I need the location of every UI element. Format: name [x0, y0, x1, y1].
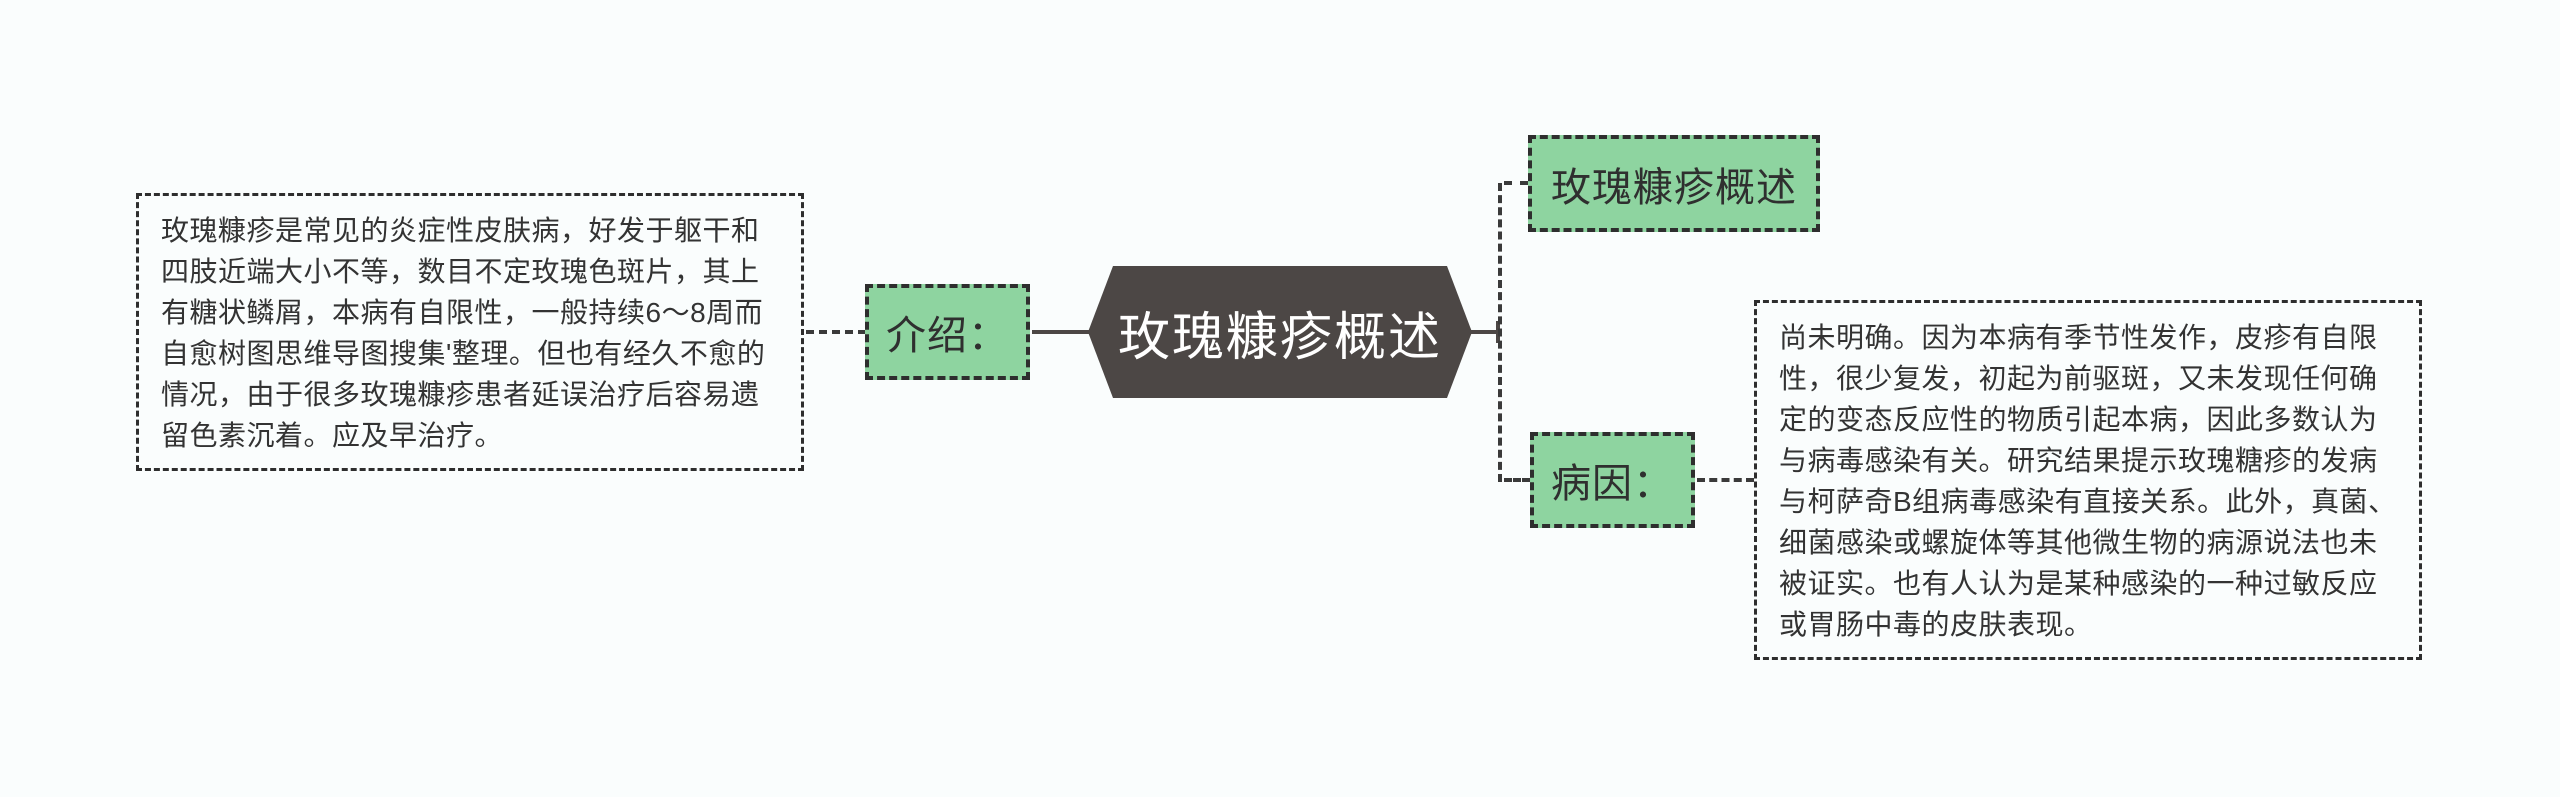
- branch-node-intro-label: 介绍：: [886, 314, 1009, 358]
- connector-intro-stub: [1032, 330, 1044, 334]
- branch-trunk-line: [1498, 183, 1502, 482]
- connector-central-trunk: [1470, 330, 1498, 334]
- cause-note-text: 尚未明确。因为本病有季节性发作，皮疹有自限性，很少复发，初起为前驱斑，又未发现任…: [1779, 322, 2397, 640]
- branch-node-cause[interactable]: 病因：: [1530, 432, 1695, 528]
- connector-leftnote-intro: [806, 330, 866, 334]
- connector-trunk-overview: [1504, 181, 1528, 185]
- branch-node-overview-label: 玫瑰糠疹概述: [1551, 165, 1797, 210]
- branch-node-overview[interactable]: 玫瑰糠疹概述: [1528, 135, 1820, 232]
- cause-note-box[interactable]: 尚未明确。因为本病有季节性发作，皮疹有自限性，很少复发，初起为前驱斑，又未发现任…: [1754, 300, 2422, 660]
- branch-node-cause-label: 病因：: [1551, 462, 1674, 506]
- intro-note-box[interactable]: 玫瑰糠疹是常见的炎症性皮肤病，好发于躯干和四肢近端大小不等，数目不定玫瑰色斑片，…: [136, 193, 804, 471]
- central-topic-node[interactable]: 玫瑰糠疹概述: [1088, 266, 1472, 398]
- intro-note-text: 玫瑰糠疹是常见的炎症性皮肤病，好发于躯干和四肢近端大小不等，数目不定玫瑰色斑片，…: [161, 215, 766, 451]
- central-topic-label: 玫瑰糠疹概述: [1117, 308, 1442, 367]
- branch-node-intro[interactable]: 介绍：: [865, 284, 1030, 380]
- connector-trunk-cause: [1504, 478, 1530, 482]
- connector-cause-note: [1697, 478, 1754, 482]
- connector-intro-central: [1044, 330, 1090, 334]
